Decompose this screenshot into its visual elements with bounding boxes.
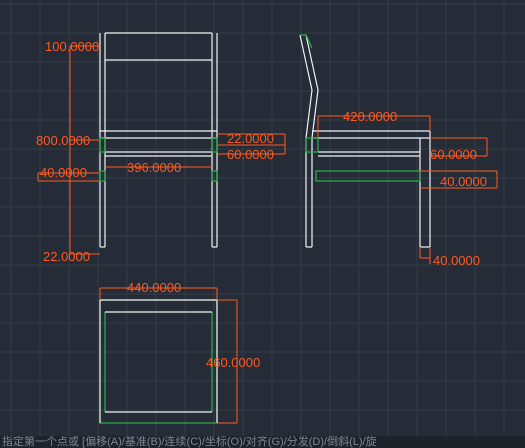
dim-front-top[interactable]: 100.0000 bbox=[45, 39, 99, 54]
front-view-geometry bbox=[99, 32, 218, 248]
command-line-prompt[interactable]: 指定第一个点或 [偏移(A)/基准(B)/连续(C)/坐标(O)/对齐(G)/分… bbox=[0, 436, 525, 448]
front-view bbox=[37, 32, 286, 255]
dim-front-bottom[interactable]: 22.0000 bbox=[43, 249, 90, 264]
side-view-dimension-lines bbox=[317, 115, 498, 264]
dim-front-rail-gap[interactable]: 60.0000 bbox=[227, 147, 274, 162]
dim-side-depth[interactable]: 420.0000 bbox=[343, 109, 397, 124]
dim-side-gap[interactable]: 60.0000 bbox=[430, 147, 477, 162]
plan-outer-frame bbox=[99, 299, 218, 424]
dim-plan-width[interactable]: 440.0000 bbox=[127, 280, 181, 295]
plan-view-geometry bbox=[99, 299, 218, 423]
dim-side-leg[interactable]: 40.0000 bbox=[433, 253, 480, 268]
plan-view-highlight bbox=[99, 299, 218, 424]
side-backrest-top bbox=[300, 34, 313, 49]
side-view-geometry bbox=[299, 34, 431, 248]
drawing-grid bbox=[0, 0, 525, 436]
front-left-stretcher bbox=[99, 170, 106, 182]
dimension-labels: 100.0000 800.0000 40.0000 396.0000 22.00… bbox=[36, 39, 487, 370]
dim-front-rail-height[interactable]: 40.0000 bbox=[40, 165, 87, 180]
front-view-dimension-lines bbox=[37, 45, 286, 255]
plan-view bbox=[99, 287, 238, 424]
side-view bbox=[299, 34, 498, 264]
side-back-leg-inner bbox=[305, 34, 319, 247]
side-stretcher bbox=[315, 170, 421, 182]
front-left-joint bbox=[99, 137, 106, 153]
side-back-leg-outer bbox=[299, 34, 313, 247]
side-view-highlight bbox=[300, 34, 421, 182]
side-back-joint bbox=[305, 137, 319, 153]
dim-front-seat-thickness[interactable]: 22.0000 bbox=[227, 131, 274, 146]
dim-front-inner-width[interactable]: 396.0000 bbox=[127, 160, 181, 175]
plan-view-dimension-lines bbox=[99, 287, 238, 424]
dim-side-rail[interactable]: 40.0000 bbox=[440, 174, 487, 189]
dim-front-total[interactable]: 800.0000 bbox=[36, 133, 90, 148]
front-right-stretcher bbox=[211, 170, 218, 182]
dim-plan-depth[interactable]: 460.0000 bbox=[206, 355, 260, 370]
